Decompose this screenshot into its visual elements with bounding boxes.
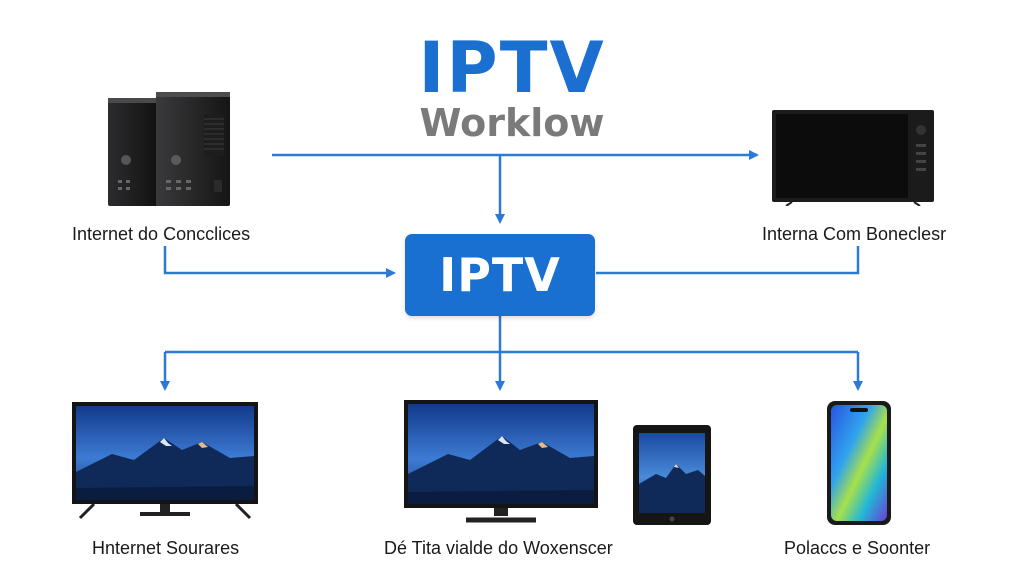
smartphone-icon (827, 401, 891, 525)
arrow-source-to-hub (163, 246, 396, 278)
internet-sources-label: Hnternet Sourares (92, 538, 240, 558)
display-devices-label: Dé Tita vialde do Woxenscer (384, 538, 613, 558)
diagram-subtitle: Worklow (419, 101, 605, 145)
internet-sources-tv-icon (72, 402, 258, 520)
line-receiver-to-hub (596, 246, 860, 275)
receiver-tv-label: Interna Com Bonecle­s­r (762, 224, 947, 244)
mobile-label: Polaccs e Soonter (784, 538, 931, 558)
server-tower-icon (108, 92, 230, 206)
tablet-icon (633, 425, 711, 525)
diagram-title: IPTV (418, 27, 606, 109)
receiver-tv-icon (772, 110, 934, 206)
iptv-hub: IPTV (405, 234, 595, 316)
display-tv-icon (404, 400, 598, 523)
source-servers-label: Internet do Concclices (72, 224, 251, 244)
